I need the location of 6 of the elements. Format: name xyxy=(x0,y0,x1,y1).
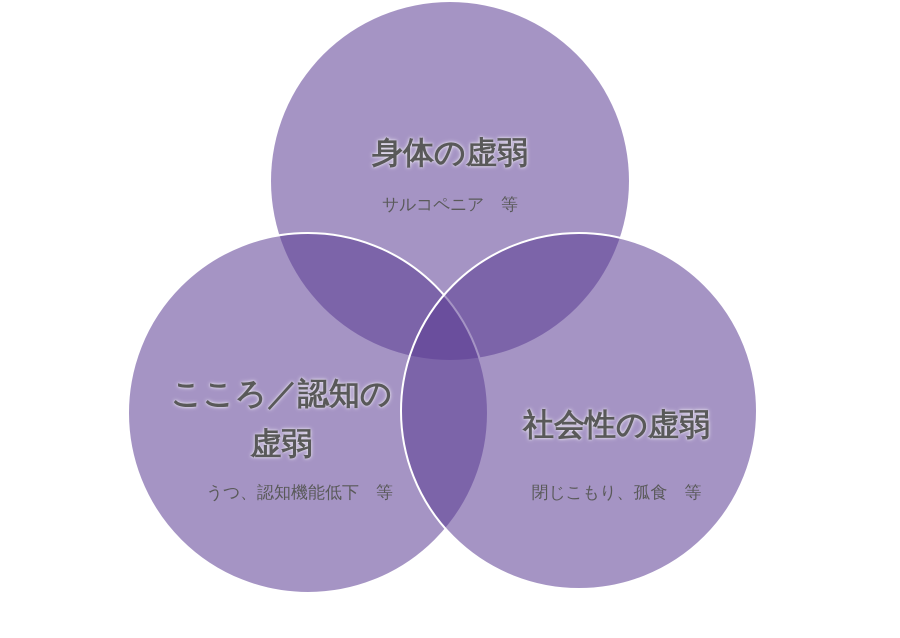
circle-description: サルコペニア 等 xyxy=(382,194,518,216)
circle-heading: こころ／認知の虚弱 xyxy=(170,374,393,464)
circle-description: うつ、認知機能低下 等 xyxy=(206,482,393,504)
circle-description: 閉じこもり、孤食 等 xyxy=(532,482,702,504)
circle-heading: 社会性の虚弱 xyxy=(523,406,710,444)
circle-heading: 身体の虚弱 xyxy=(372,134,528,173)
